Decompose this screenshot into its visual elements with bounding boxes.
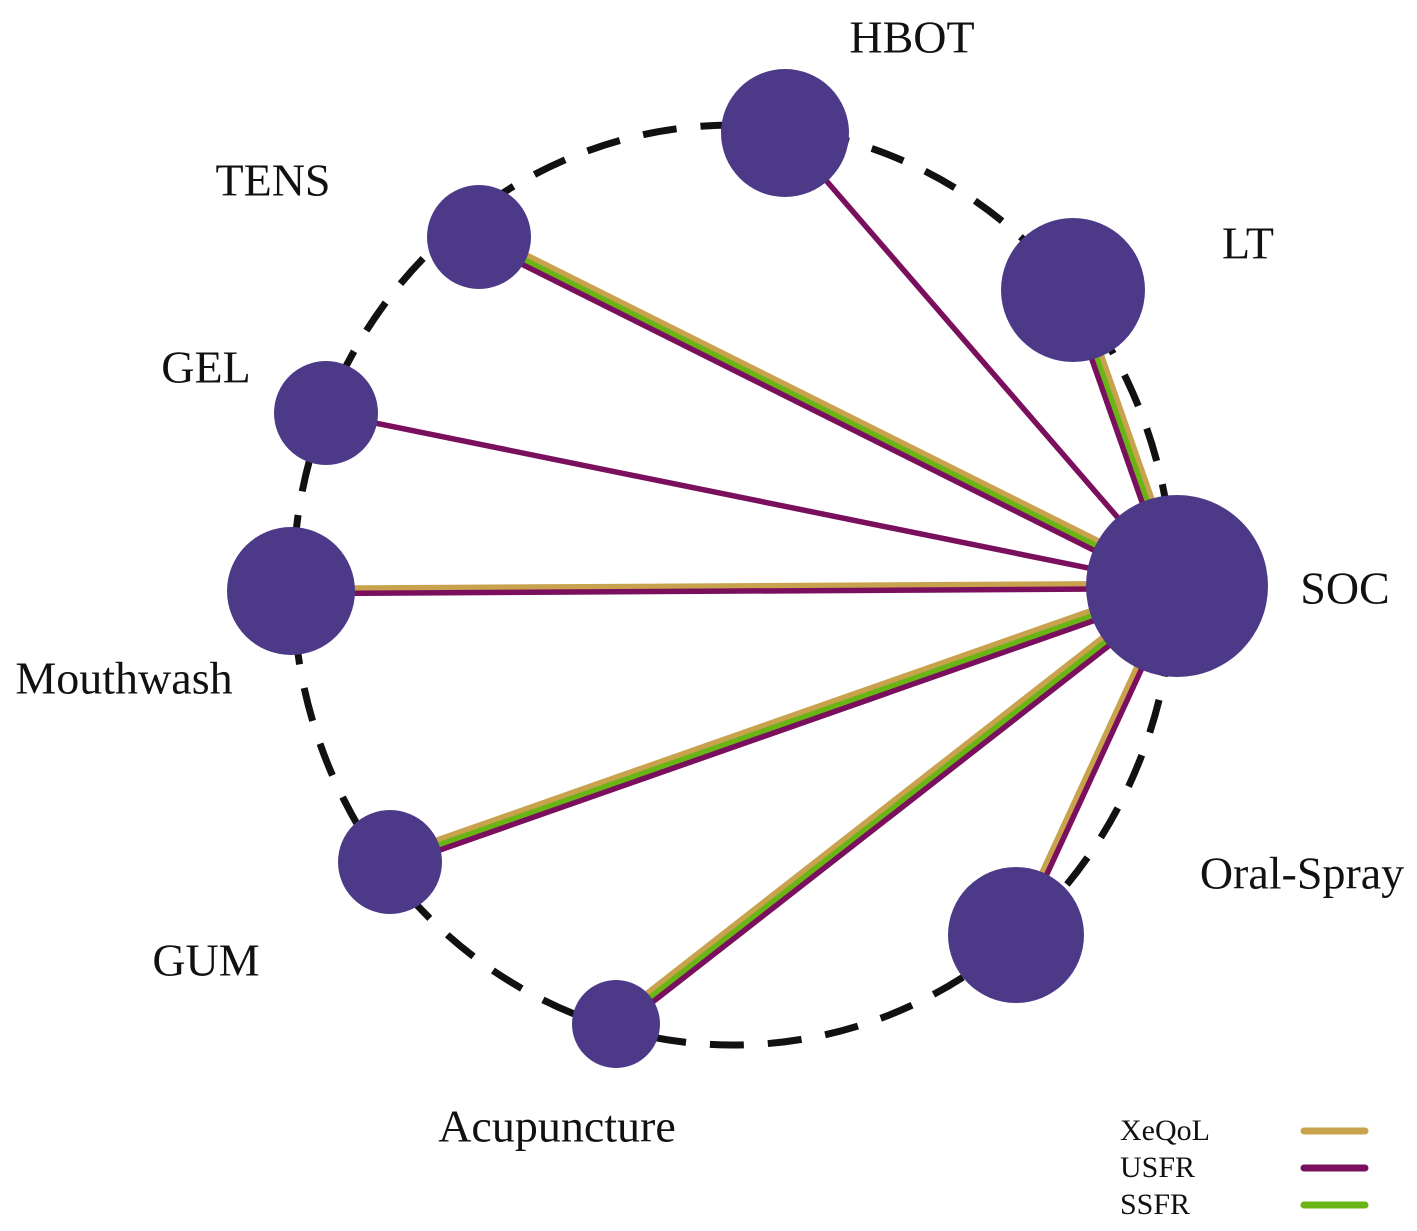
node-acupuncture — [572, 980, 660, 1068]
node-label-mouthwash: Mouthwash — [15, 653, 232, 704]
node-hbot — [721, 69, 849, 197]
node-label-gel: GEL — [161, 342, 250, 393]
node-label-acupuncture: Acupuncture — [438, 1101, 676, 1152]
node-label-tens: TENS — [216, 155, 331, 206]
edge-strand-usfr — [390, 588, 1180, 870]
node-label-soc: SOC — [1300, 563, 1389, 614]
edge-strand-xeqol — [387, 578, 1177, 860]
edge-gum-soc — [387, 578, 1180, 870]
node-label-hbot: HBOT — [849, 12, 974, 63]
edge-strand-ssfr — [477, 234, 1179, 589]
edge-strand-usfr — [290, 585, 1178, 597]
edge-strand-ssfr — [614, 583, 1179, 1027]
node-layer — [227, 69, 1268, 1068]
legend-label-usfr: USFR — [1120, 1151, 1195, 1184]
legend-label-xeqol: XeQoL — [1120, 1114, 1210, 1147]
node-tens — [427, 185, 531, 289]
node-label-oral-spray: Oral-Spray — [1200, 848, 1404, 899]
node-gel — [274, 361, 378, 465]
edge-hbot-soc — [782, 131, 1180, 588]
edge-strand-usfr — [475, 239, 1176, 594]
label-layer: HBOT LT TENS GEL Mouthwash SOC GUM Acupuncture O… — [15, 12, 1404, 1152]
edge-tens-soc — [475, 229, 1181, 594]
edge-strand-usfr — [617, 587, 1182, 1031]
edge-strand-xeqol — [611, 579, 1176, 1023]
node-mouthwash — [227, 527, 355, 655]
edge-acupuncture-soc — [611, 579, 1182, 1031]
edge-strand-usfr — [325, 410, 1178, 589]
node-lt — [1001, 218, 1145, 362]
legend-label-ssfr: SSFR — [1120, 1188, 1190, 1221]
legend: XeQoL USFR SSFR — [1120, 1114, 1369, 1221]
node-oral-spray — [948, 867, 1084, 1003]
edge-strand-ssfr — [389, 583, 1178, 865]
node-label-lt: LT — [1222, 218, 1274, 269]
edge-gel-soc — [325, 410, 1178, 589]
edge-strand-xeqol — [480, 229, 1181, 584]
node-soc — [1086, 495, 1268, 677]
node-label-gum: GUM — [152, 935, 259, 986]
edge-strand-xeqol — [290, 580, 1178, 592]
edge-mouthwash-soc — [290, 580, 1178, 597]
node-gum — [338, 810, 442, 914]
edge-strand-usfr — [782, 131, 1180, 588]
